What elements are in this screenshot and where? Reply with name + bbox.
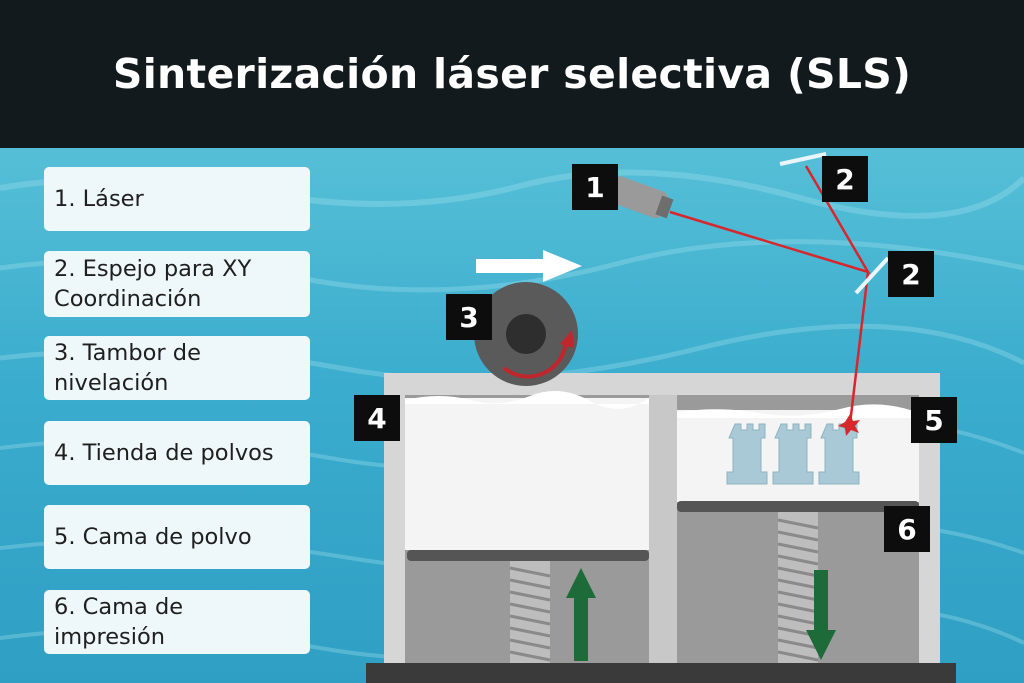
right-screw <box>777 512 819 663</box>
powder-surface-left <box>405 391 649 409</box>
badge-print-bed: 6 <box>884 506 930 552</box>
arrow-right-icon <box>476 250 582 282</box>
legend-item-label: 4. Tienda de polvos <box>54 440 274 466</box>
leveling-drum <box>474 282 578 386</box>
powder-surface-right <box>677 404 919 418</box>
badge-drum: 3 <box>446 294 492 340</box>
print-bed-piston <box>677 501 919 512</box>
chamber-divider <box>649 395 677 663</box>
laser-device <box>608 176 674 219</box>
machine-base <box>366 663 956 683</box>
arrow-down-icon <box>806 570 836 660</box>
legend-item-label: 2. Espejo para XY Coordinación <box>54 256 252 312</box>
left-screw <box>509 561 551 663</box>
badge-powder-bed: 5 <box>911 397 957 443</box>
page-title: Sinterización láser selectiva (SLS) <box>112 50 912 98</box>
legend-item-print-bed: 6. Cama de impresión <box>44 590 310 654</box>
legend-item-label: 1. Láser <box>54 186 144 212</box>
header-bar: Sinterización láser selectiva (SLS) <box>0 0 1024 148</box>
legend-item-label: 5. Cama de polvo <box>54 524 252 550</box>
laser-beam <box>669 165 871 425</box>
mirror-top <box>779 152 827 166</box>
mirror-bottom <box>854 256 890 295</box>
badge-mirror-top: 2 <box>822 156 868 202</box>
printed-parts <box>726 423 860 485</box>
arrow-up-icon <box>566 568 596 661</box>
badge-powder-store: 4 <box>354 395 400 441</box>
laser-spot-icon <box>838 414 860 436</box>
badge-laser: 1 <box>572 164 618 210</box>
rook-part <box>772 423 814 485</box>
legend-item-mirror: 2. Espejo para XY Coordinación <box>44 251 310 317</box>
powder-store-piston <box>407 550 649 561</box>
legend-item-powder-bed: 5. Cama de polvo <box>44 505 310 569</box>
rook-part <box>818 423 860 485</box>
legend-item-drum: 3. Tambor de nivelación <box>44 336 310 400</box>
legend-item-label: 6. Cama de impresión <box>54 594 184 650</box>
rook-part <box>726 423 768 485</box>
badge-mirror-bottom: 2 <box>888 251 934 297</box>
legend-item-laser: 1. Láser <box>44 167 310 231</box>
legend-item-powder-store: 4. Tienda de polvos <box>44 421 310 485</box>
legend-item-label: 3. Tambor de nivelación <box>54 340 201 396</box>
powder-store-powder <box>405 398 649 550</box>
